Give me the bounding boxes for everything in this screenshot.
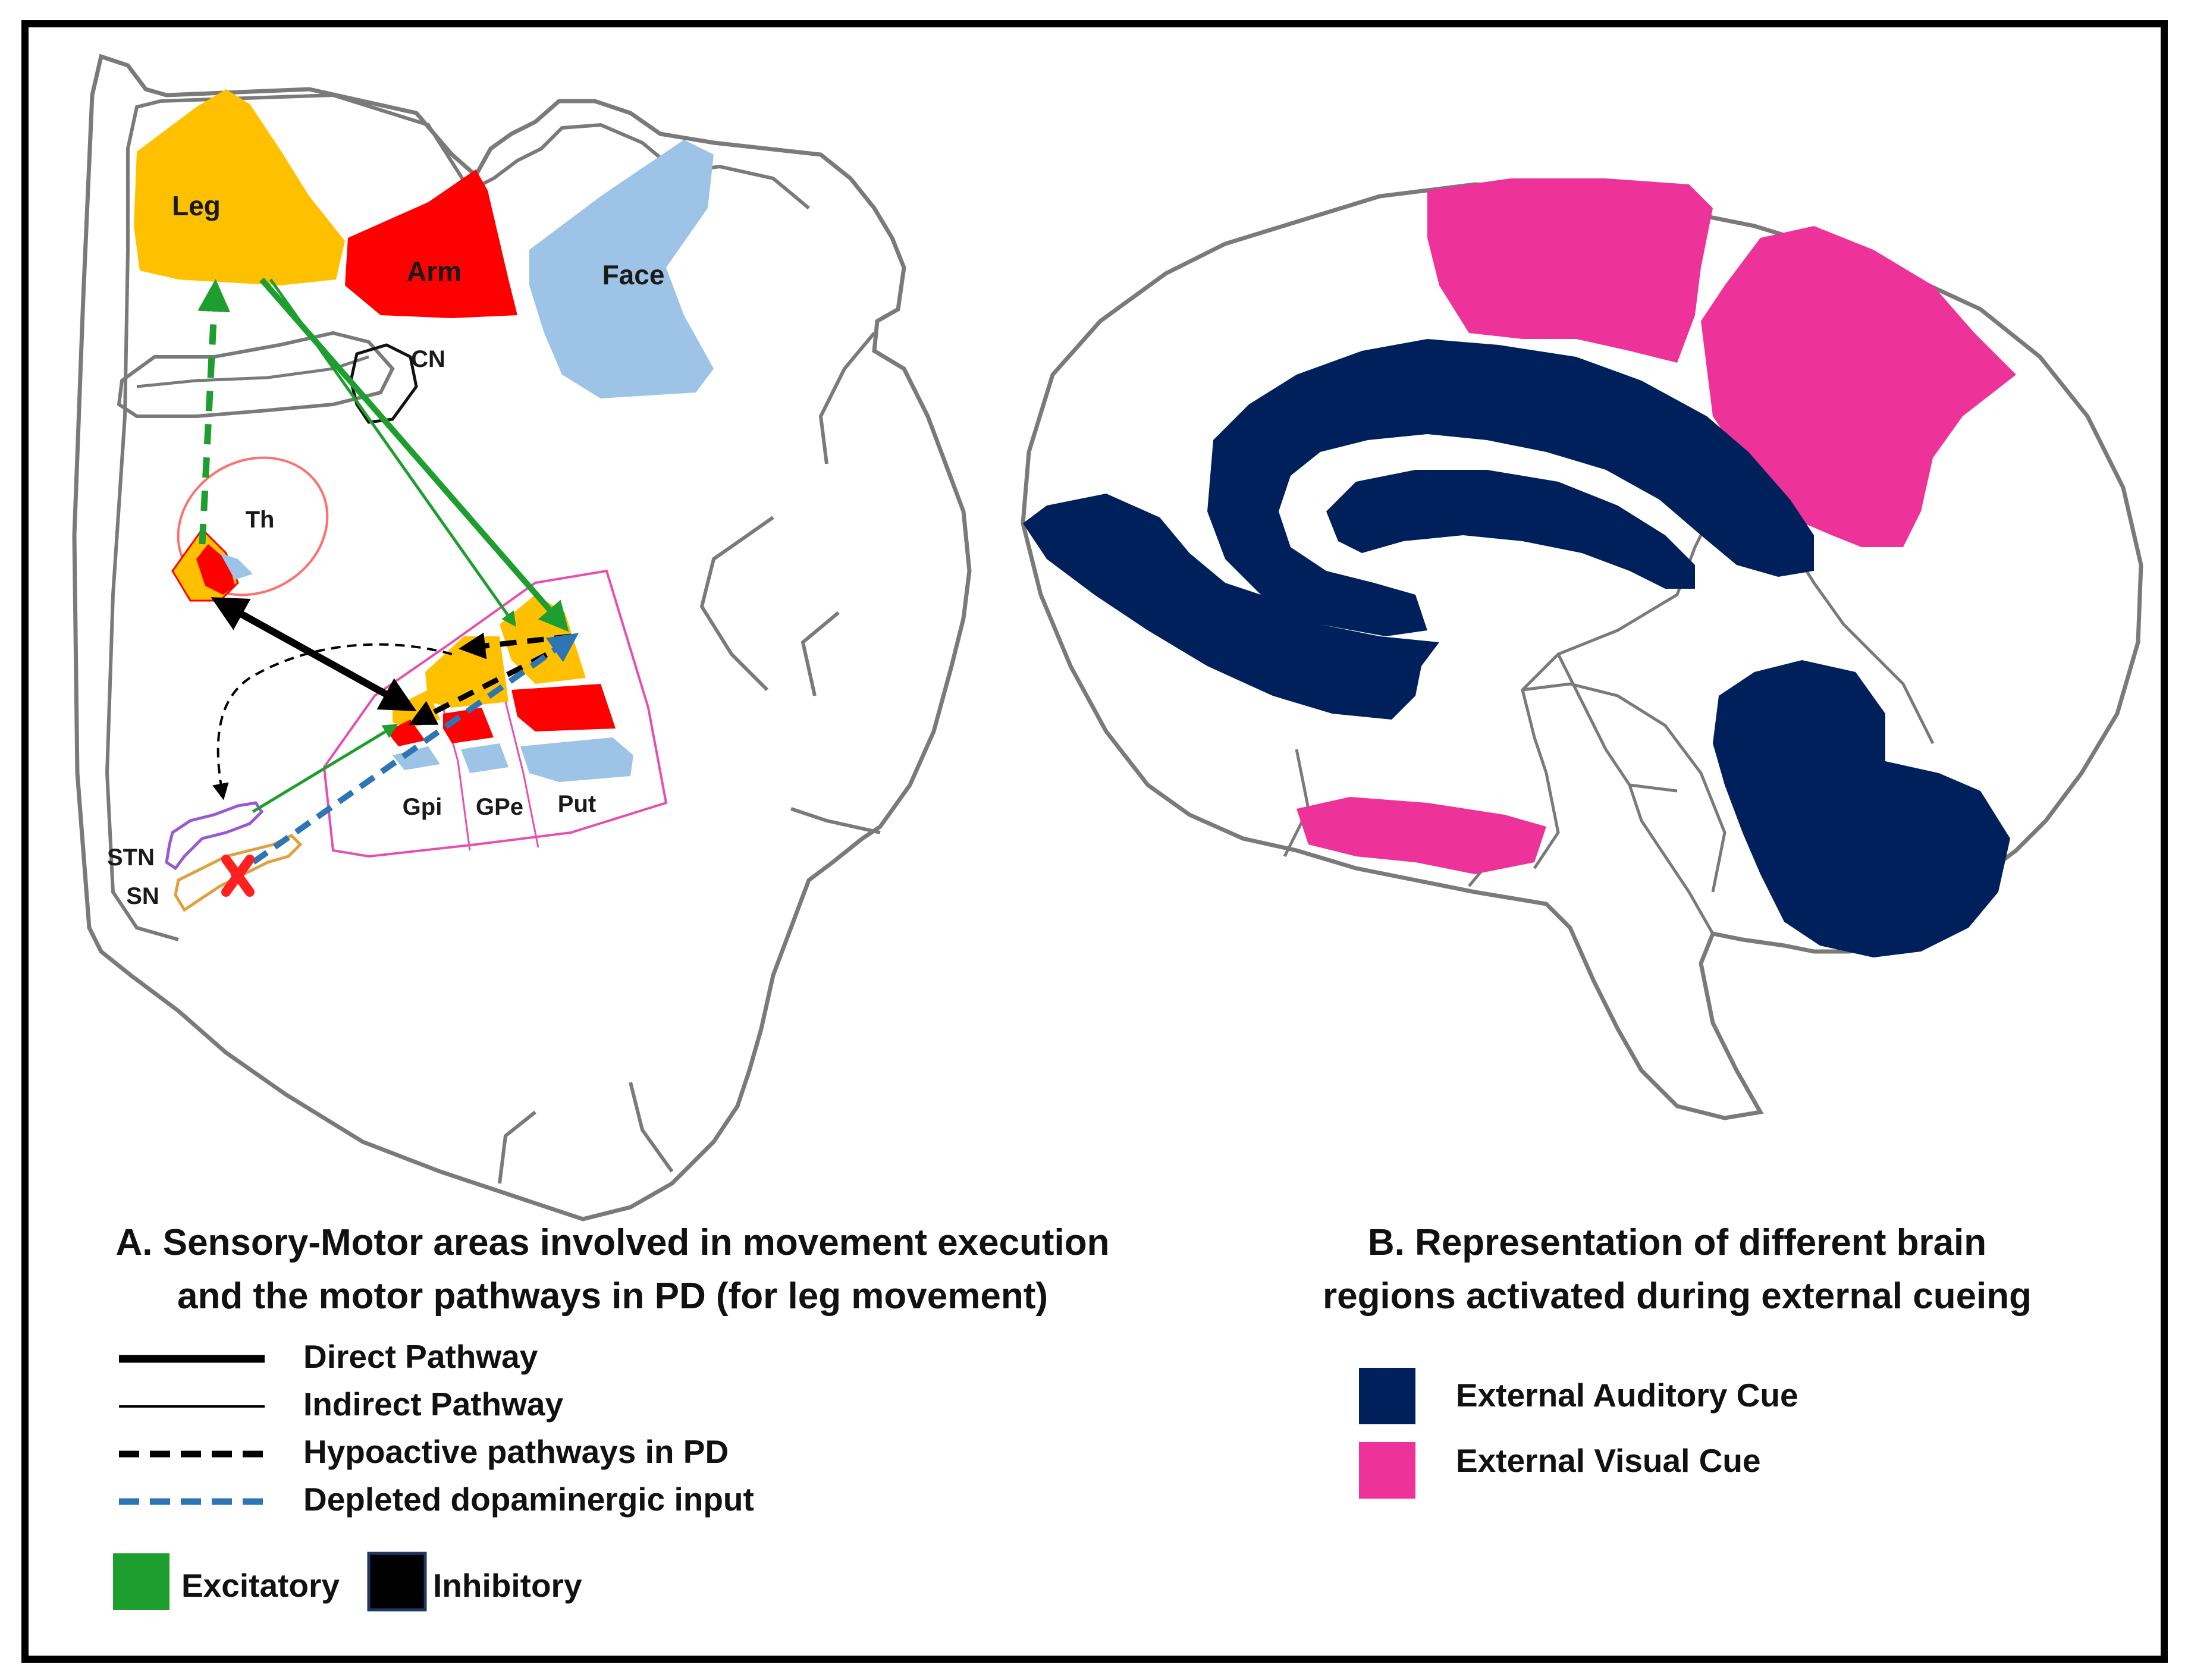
sn-outline: [174, 833, 303, 912]
legend-auditory-swatch: [1359, 1368, 1415, 1424]
sulcus-lines: [498, 332, 881, 1184]
gpe-put-border: [504, 701, 539, 848]
hypoactive-put-gpe-pathway: [459, 632, 572, 660]
legend-auditory-label: External Auditory Cue: [1456, 1377, 1798, 1414]
legend-inhibitory-label: Inhibitory: [433, 1567, 582, 1604]
panel-b-caption-line2: regions activated during external cueing: [1323, 1276, 2032, 1317]
label-gpi: Gpi: [403, 794, 442, 820]
legend-inhibitory-swatch: [367, 1552, 427, 1612]
basal-ganglia-outline: [322, 569, 668, 858]
auditory-cue-region-corpus-callosum: [1326, 470, 1695, 589]
legend-excitatory-label: Excitatory: [181, 1567, 340, 1604]
sagittal-sulci: [1283, 492, 1935, 935]
visual-cue-region-temporal: [1297, 797, 1546, 874]
midline-outline: [105, 249, 179, 941]
thalamus-face-nucleus: [220, 553, 253, 580]
red-x-icon: [221, 855, 255, 897]
label-cn: CN: [411, 346, 445, 372]
panel-a-diagram: Leg Arm Face CN Th Gpi GPe Put STN SN: [72, 54, 972, 1221]
legend-b: External Auditory Cue External Visual Cu…: [1359, 1368, 1798, 1499]
gpe-to-stn-pathway: [212, 643, 453, 800]
panel-b-caption-line1: B. Representation of different brain: [1368, 1222, 1986, 1263]
panel-a-caption-line1: A. Sensory-Motor areas involved in movem…: [115, 1222, 1109, 1263]
leg-region: [134, 89, 345, 285]
legend-visual-label: External Visual Cue: [1456, 1442, 1761, 1479]
gpe-leg-region: [425, 636, 508, 708]
auditory-cue-region-cingulate: [1023, 339, 1814, 720]
thalamus-arm-nucleus: [196, 544, 235, 595]
legend-visual-swatch: [1359, 1442, 1415, 1499]
brainstem-outline: [1522, 682, 1726, 893]
legend-hypoactive-label: Hypoactive pathways in PD: [303, 1433, 729, 1470]
label-leg: Leg: [172, 190, 221, 221]
ventricle-inner-line: [136, 355, 369, 388]
label-put: Put: [558, 791, 596, 817]
put-face-region: [520, 737, 633, 782]
direct-pathway-arrow: [211, 597, 417, 711]
label-arm: Arm: [407, 256, 462, 287]
legend-depleted-label: Depleted dopaminergic input: [303, 1481, 754, 1518]
legend-indirect-label: Indirect Pathway: [303, 1386, 563, 1422]
visual-cue-region-parietal: [1427, 178, 1713, 363]
legend-excitatory-swatch: [113, 1553, 169, 1610]
hypoactive-put-gpi-pathway: [408, 639, 573, 726]
arm-region: [345, 169, 517, 318]
panel-a-caption-line2: and the motor pathways in PD (for leg mo…: [177, 1276, 1048, 1317]
stn-outline: [165, 801, 264, 871]
label-face: Face: [602, 259, 665, 290]
label-th: Th: [246, 507, 275, 533]
leg-to-put-pathway-2: [269, 278, 516, 627]
legend-direct-label: Direct Pathway: [303, 1338, 538, 1375]
depleted-dopaminergic-pathway: [230, 633, 579, 880]
face-region: [529, 140, 714, 398]
visual-cue-region-occipital: [1701, 226, 2016, 547]
label-gpe: GPe: [476, 794, 523, 820]
label-stn: STN: [107, 844, 155, 871]
stn-to-gpi-pathway: [252, 724, 398, 814]
legend-a: Direct Pathway Indirect Pathway Hypoacti…: [113, 1338, 754, 1612]
put-arm-region: [511, 684, 616, 731]
gpe-face-region: [461, 743, 508, 773]
panel-b-diagram: [1021, 178, 2143, 1120]
gpi-arm-region: [387, 720, 425, 746]
lateral-ventricle-outline: [117, 331, 395, 418]
label-sn: SN: [126, 883, 159, 909]
auditory-cue-region-cerebellum: [1713, 660, 2010, 957]
thalamus-to-leg-pathway: [197, 279, 231, 545]
